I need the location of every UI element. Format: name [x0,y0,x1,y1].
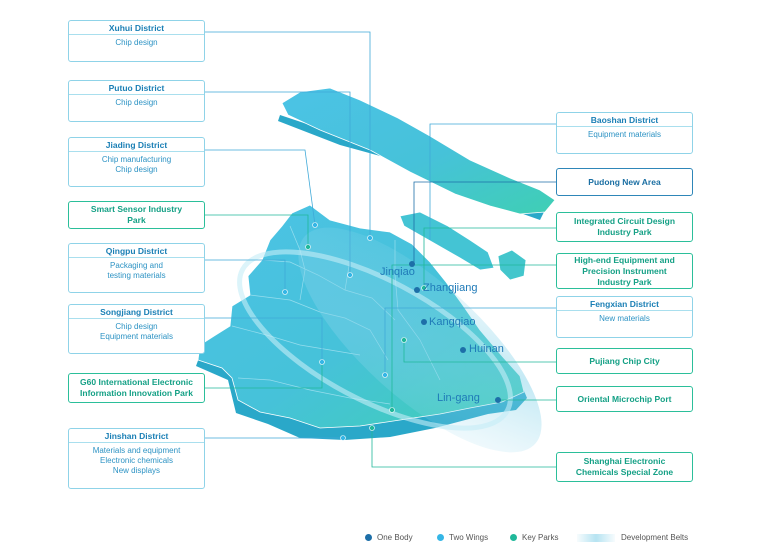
ic-design-park-box: Integrated Circuit Design Industry Park [556,212,693,242]
qingpu-district-box: Qingpu District Packaging and testing ma… [68,243,205,293]
legend-one-body-label: One Body [377,533,413,542]
baoshan-district-title: Baoshan District [590,115,659,125]
legend-one-body: One Body [365,533,413,542]
legend-two-wings-label: Two Wings [449,533,489,542]
xuhui-district-box: Xuhui District Chip design [68,20,205,62]
two-wings-points [282,222,388,441]
one-body-points [409,261,501,403]
oriental-microchip-port-title: Oriental Microchip Port [577,393,672,404]
electronic-chemicals-zone-title: Shanghai Electronic Chemicals Special Zo… [575,456,674,477]
smart-sensor-park-title: Smart Sensor Industry Park [90,204,183,225]
leader-lines [205,31,556,468]
jiading-district-body: Chip manufacturing Chip design [69,151,204,178]
putuo-district-box: Putuo District Chip design [68,80,205,122]
place-kangqiao: Kangqiao [429,316,476,328]
jinshan-district-title: Jinshan District [104,431,169,441]
development-belts-swatch [577,533,615,542]
place-huinan: Huinan [469,343,504,355]
xuhui-district-body: Chip design [69,34,204,51]
g60-park-title: G60 International Electronic Information… [80,377,193,398]
chongming-island [281,87,556,215]
high-end-equipment-park-title: High-end Equipment and Precision Instrum… [574,254,675,287]
smart-sensor-park-box: Smart Sensor Industry Park [68,201,205,229]
oriental-microchip-port-box: Oriental Microchip Port [556,386,693,412]
putuo-district-body: Chip design [69,94,204,111]
two-wings-marker [437,534,444,541]
pujiang-chip-city-box: Pujiang Chip City [556,348,693,374]
putuo-district-title: Putuo District [108,83,165,93]
baoshan-district-box: Baoshan District Equipment materials [556,112,693,154]
qingpu-district-title: Qingpu District [105,246,168,256]
legend-development-belts-label: Development Belts [621,533,689,542]
legend-two-wings: Two Wings [437,533,488,542]
key-parks-points [305,244,427,431]
jinshan-district-box: Jinshan District Materials and equipment… [68,428,205,489]
jiading-district-title: Jiading District [105,140,168,150]
fengxian-district-title: Fengxian District [590,299,659,309]
fengxian-district-body: New materials [557,310,692,327]
pudong-new-area-title: Pudong New Area [588,176,661,187]
one-body-marker [365,534,372,541]
jinshan-district-body: Materials and equipment Electronic chemi… [69,442,204,479]
legend-key-parks-label: Key Parks [522,533,559,542]
ic-design-park-title: Integrated Circuit Design Industry Park [573,216,676,237]
place-lingang: Lin-gang [437,392,480,404]
key-parks-marker [510,534,517,541]
songjiang-district-title: Songjiang District [100,307,173,317]
high-end-equipment-park-box: High-end Equipment and Precision Instrum… [556,253,693,289]
songjiang-district-box: Songjiang District Chip design Equipment… [68,304,205,354]
development-belts [237,227,542,453]
pujiang-chip-city-title: Pujiang Chip City [589,355,660,366]
xuhui-district-title: Xuhui District [108,23,165,33]
electronic-chemicals-zone-box: Shanghai Electronic Chemicals Special Zo… [556,452,693,482]
qingpu-district-body: Packaging and testing materials [69,257,204,284]
place-jinqiao: Jinqiao [380,266,415,278]
fengxian-district-box: Fengxian District New materials [556,296,693,338]
jiading-district-box: Jiading District Chip manufacturing Chip… [68,137,205,187]
legend-key-parks: Key Parks [510,533,558,542]
place-zhangjiang: Zhangjiang [423,282,478,294]
legend-development-belts: Development Belts [577,533,688,542]
g60-park-box: G60 International Electronic Information… [68,373,205,403]
changxing-island [399,211,495,271]
baoshan-district-body: Equipment materials [557,126,692,143]
songjiang-district-body: Chip design Equipment materials [69,318,204,345]
pudong-new-area-box: Pudong New Area [556,168,693,196]
